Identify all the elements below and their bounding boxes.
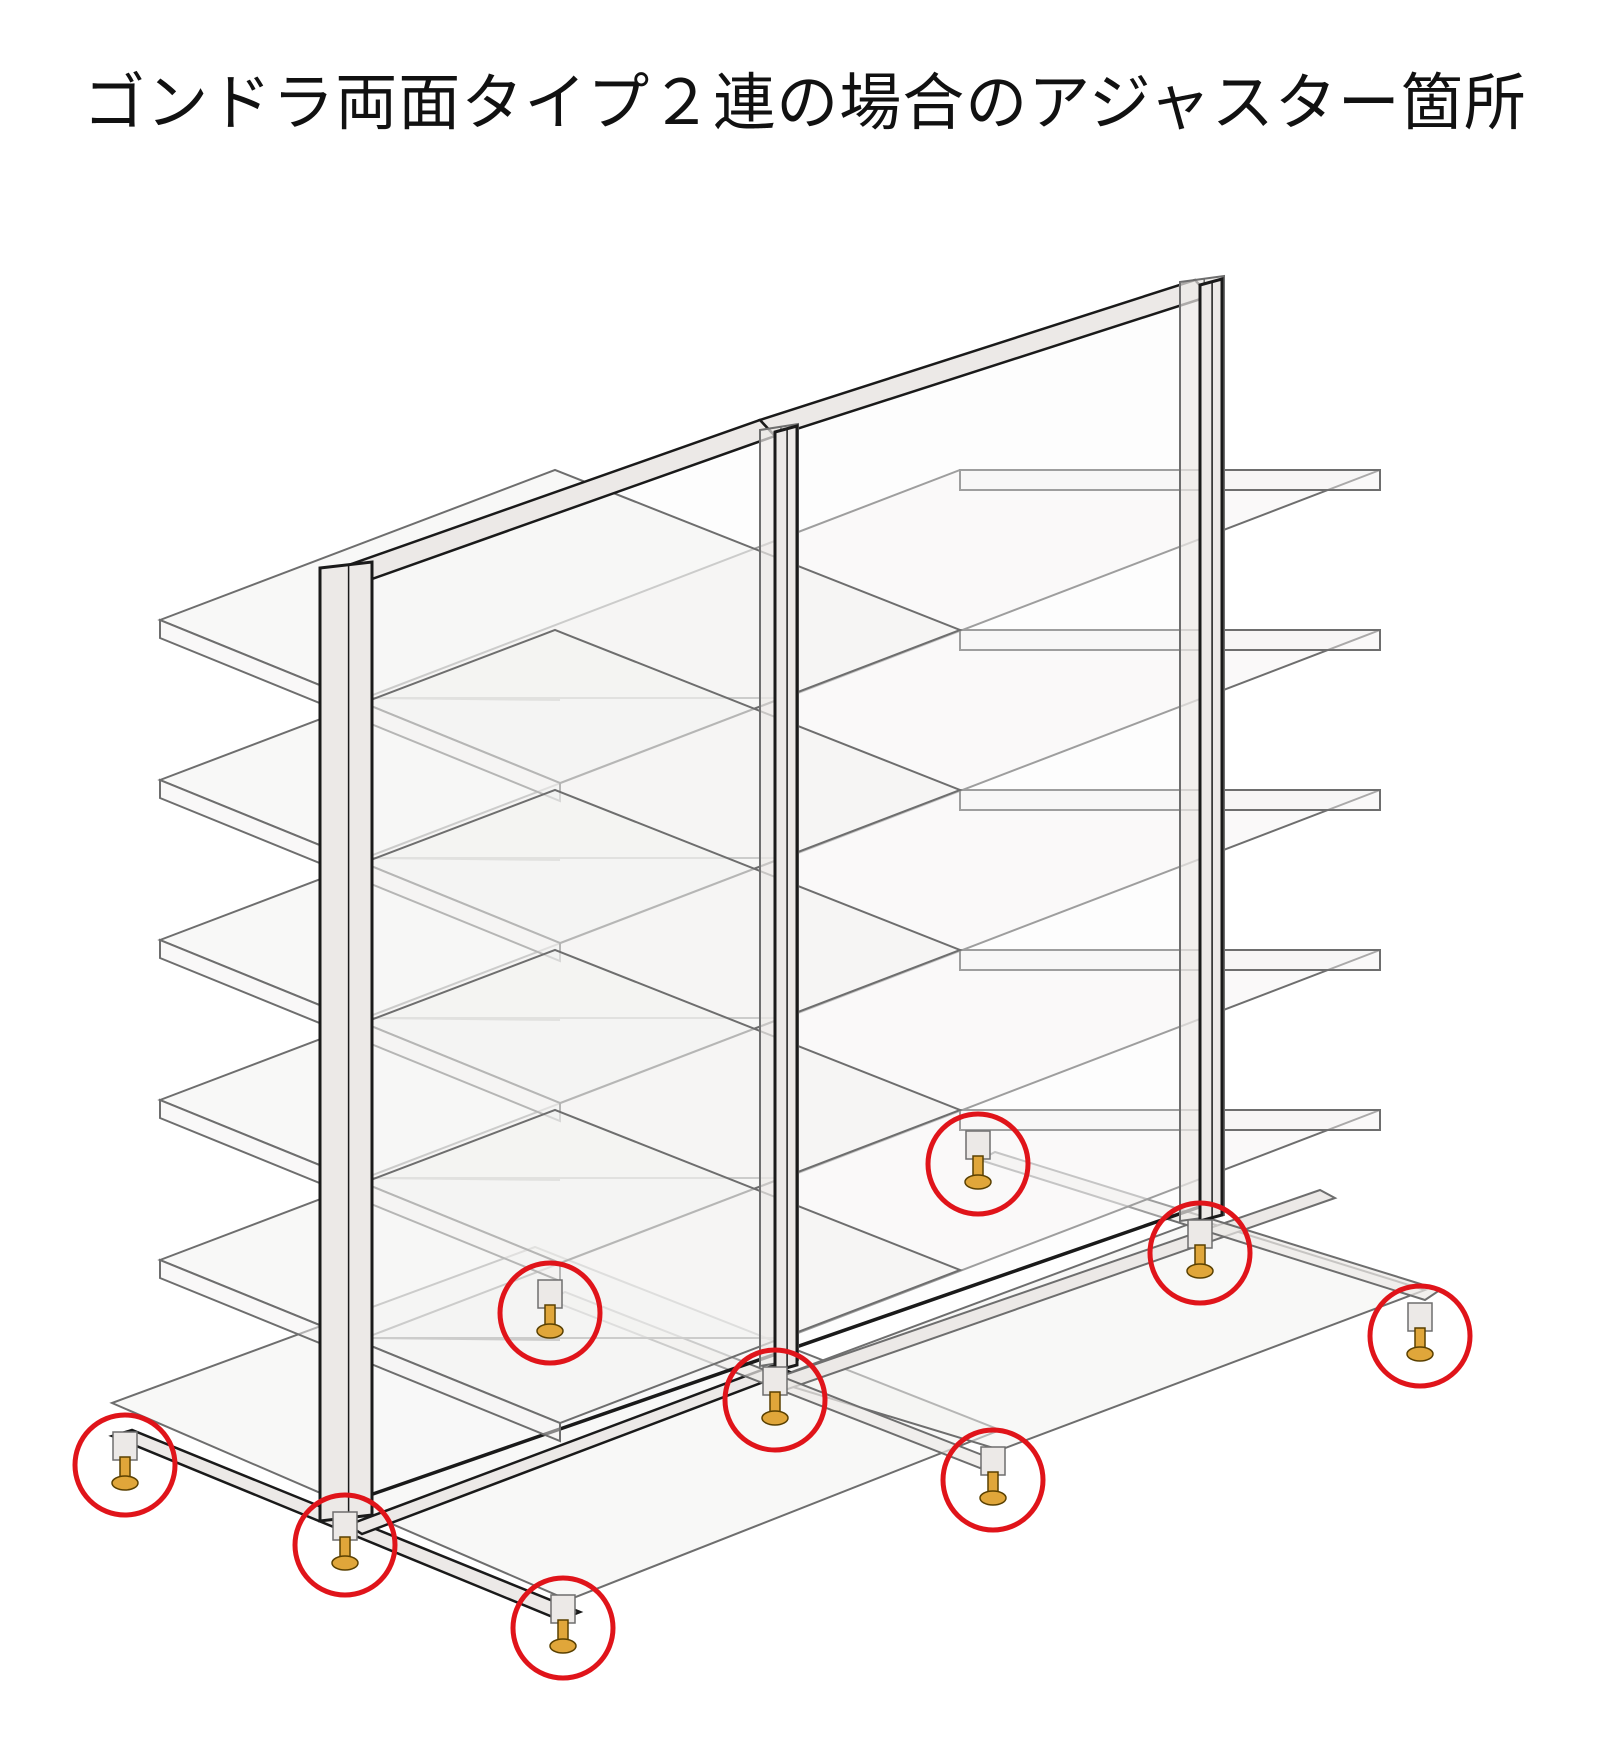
adjuster-bracket — [112, 1431, 138, 1461]
adjusters — [111, 1130, 1434, 1654]
shelf-right-edge — [959, 1109, 1381, 1131]
adjuster-foot — [964, 1174, 992, 1190]
adjuster-foot — [1186, 1263, 1214, 1279]
adjuster-bracket — [332, 1511, 358, 1541]
adjuster-bracket — [762, 1366, 788, 1396]
adjuster-highlight-circle — [510, 1575, 616, 1681]
shelf-right-edge — [959, 949, 1381, 971]
page-title: ゴンドラ両面タイプ２連の場合のアジャスター箇所 — [83, 66, 1527, 139]
adjuster-bracket — [1187, 1219, 1213, 1249]
upright-front-left — [318, 560, 374, 1523]
adjuster-bracket — [965, 1130, 991, 1160]
uprights — [318, 274, 1225, 1523]
adjuster-foot — [111, 1475, 139, 1491]
adjuster-highlight-circle — [1147, 1200, 1253, 1306]
adjuster-highlight-circle — [497, 1260, 603, 1366]
adjuster-highlight-circle — [1367, 1283, 1473, 1389]
adjuster-bracket — [1407, 1302, 1433, 1332]
adjuster-foot — [331, 1555, 359, 1571]
adjuster-highlight-circle — [940, 1427, 1046, 1533]
adjuster-highlight-circle — [925, 1111, 1031, 1217]
upright-right-edge — [1198, 277, 1224, 1223]
adjuster-foot — [549, 1638, 577, 1654]
adjuster-foot — [1406, 1346, 1434, 1362]
adjuster-bracket — [537, 1279, 563, 1309]
shelf-right-edge — [959, 629, 1381, 651]
adjuster-foot — [761, 1410, 789, 1426]
shelf-right-edge — [959, 469, 1381, 491]
adjuster-bracket — [550, 1594, 576, 1624]
adjuster-foot — [979, 1490, 1007, 1506]
adjuster-highlight-circle — [292, 1492, 398, 1598]
adjuster-bracket — [980, 1446, 1006, 1476]
shelf-right-edge — [959, 789, 1381, 811]
adjuster-highlights — [72, 1111, 1473, 1681]
adjuster-highlight-circle — [72, 1412, 178, 1518]
upright-middle — [773, 424, 799, 1373]
adjuster-highlight-circle — [722, 1347, 828, 1453]
adjuster-foot — [536, 1323, 564, 1339]
